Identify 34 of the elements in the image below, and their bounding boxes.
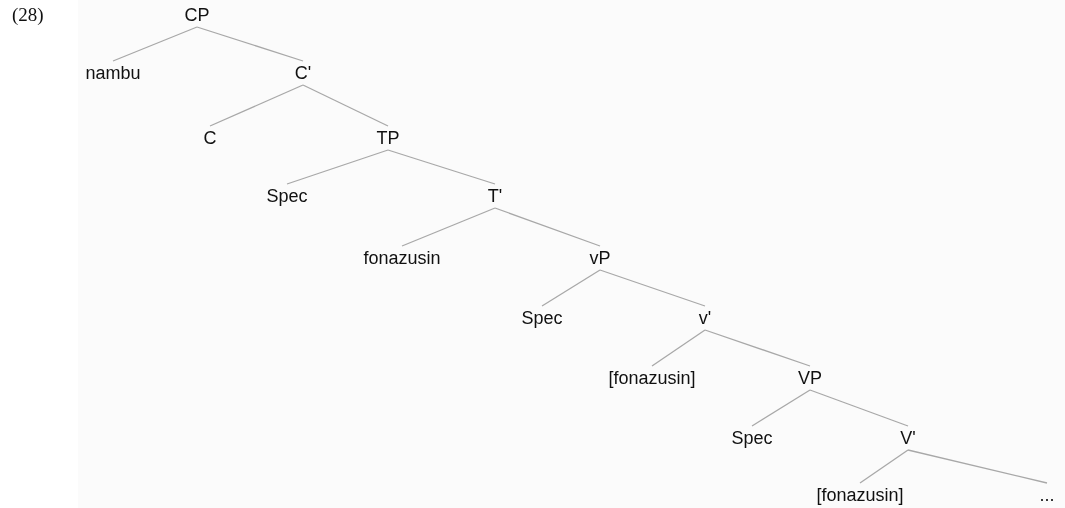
tree-node-label: Spec	[266, 186, 308, 206]
tree-node-label: nambu	[85, 63, 141, 83]
tree-branch	[751, 389, 811, 427]
tree-branch	[541, 269, 601, 307]
tree-node-label: TP	[376, 128, 400, 148]
tree-branch	[286, 149, 389, 185]
tree-node-label: Spec	[731, 428, 773, 448]
tree-node-label: [fonazusin]	[608, 368, 696, 388]
tree-branch	[704, 329, 811, 367]
tree-node-label: v'	[698, 308, 712, 328]
tree-branch	[112, 26, 198, 62]
tree-node-label: fonazusin	[363, 248, 441, 268]
tree-node-label: vP	[589, 248, 611, 268]
tree-node-label: V'	[900, 428, 916, 448]
tree-node-label: ...	[1039, 485, 1055, 505]
tree-node-label: CP	[184, 5, 210, 25]
tree-node-label: T'	[487, 186, 503, 206]
tree-branch	[196, 26, 304, 62]
example-number: (28)	[12, 4, 44, 26]
tree-node-label: Spec	[521, 308, 563, 328]
tree-branch	[209, 84, 304, 127]
tree-branch	[401, 207, 496, 247]
tree-branch	[599, 269, 706, 307]
tree-branch	[907, 449, 1048, 484]
tree-node-label: VP	[798, 368, 822, 388]
tree-branch	[651, 329, 706, 367]
tree-branch	[387, 149, 496, 185]
tree-node-label: C'	[294, 63, 312, 83]
tree-node-label: C	[203, 128, 217, 148]
tree-branch	[494, 207, 601, 247]
tree-branch	[859, 449, 909, 484]
tree-branch	[302, 84, 389, 127]
tree-branch	[809, 389, 909, 427]
tree-node-label: [fonazusin]	[816, 485, 904, 505]
